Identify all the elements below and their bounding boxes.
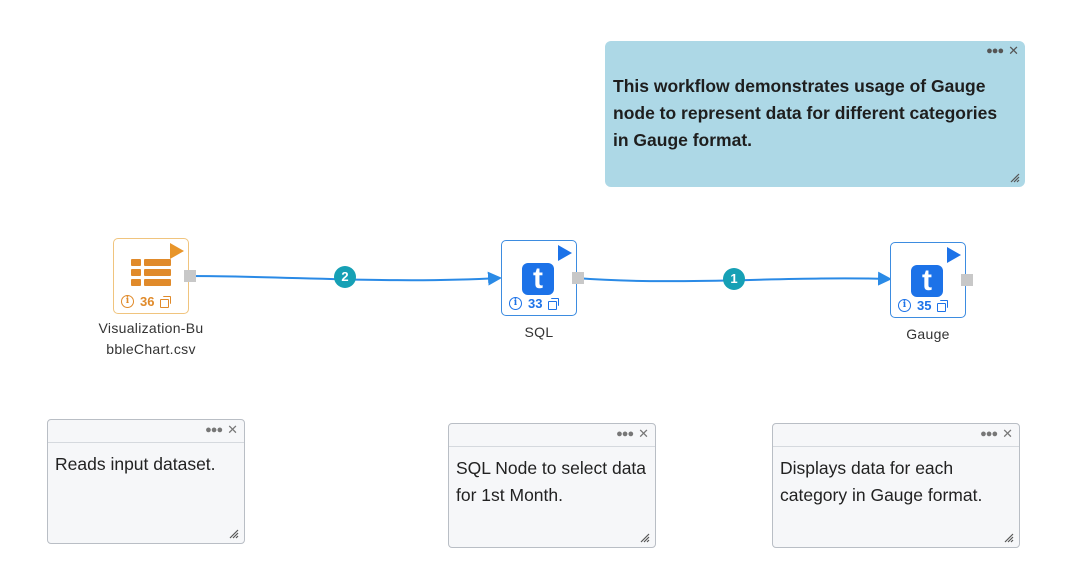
sticky-note-gauge[interactable]: ●●● ✕ Displays data for each category in… <box>772 423 1020 548</box>
note-toolbar: ●●● ✕ <box>449 424 655 447</box>
close-icon[interactable]: ✕ <box>1002 426 1013 441</box>
node-label-gauge: Gauge <box>906 326 950 342</box>
copy-icon[interactable] <box>937 300 949 312</box>
note-toolbar: ●●● ✕ <box>605 41 1025 61</box>
info-icon[interactable]: i <box>121 295 134 308</box>
table-icon <box>131 259 171 293</box>
close-icon[interactable]: ✕ <box>227 422 238 437</box>
note-text: SQL Node to select data for 1st Month. <box>456 458 647 505</box>
info-icon[interactable]: i <box>898 299 911 312</box>
connection-order-badge[interactable]: 2 <box>334 266 356 288</box>
sticky-note-description[interactable]: ●●● ✕ This workflow demonstrates usage o… <box>605 41 1025 187</box>
run-icon[interactable] <box>947 247 961 263</box>
node-sql[interactable]: t i 33 <box>501 240 584 316</box>
note-text: Displays data for each category in Gauge… <box>780 458 983 505</box>
node-gauge[interactable]: t i 35 <box>890 242 973 318</box>
note-text: This workflow demonstrates usage of Gaug… <box>613 76 998 150</box>
note-toolbar: ●●● ✕ <box>48 420 244 443</box>
close-icon[interactable]: ✕ <box>1008 43 1019 58</box>
run-icon[interactable] <box>558 245 572 261</box>
more-options-icon[interactable]: ●●● <box>616 428 634 440</box>
more-options-icon[interactable]: ●●● <box>986 45 1004 57</box>
connection-order-badge[interactable]: 1 <box>723 268 745 290</box>
resize-handle-icon[interactable] <box>1004 533 1014 543</box>
sticky-note-sql[interactable]: ●●● ✕ SQL Node to select data for 1st Mo… <box>448 423 656 548</box>
node-id: 36 <box>140 294 155 309</box>
run-icon[interactable] <box>170 243 184 259</box>
node-label-csv: Visualization-BubbleChart.csv <box>98 320 204 357</box>
copy-icon[interactable] <box>548 298 560 310</box>
output-port[interactable] <box>961 274 973 286</box>
node-label-sql: SQL <box>524 324 554 340</box>
resize-handle-icon[interactable] <box>1010 173 1020 183</box>
sticky-note-read[interactable]: ●●● ✕ Reads input dataset. <box>47 419 245 544</box>
resize-handle-icon[interactable] <box>229 529 239 539</box>
output-port[interactable] <box>184 270 196 282</box>
resize-handle-icon[interactable] <box>640 533 650 543</box>
node-csv-reader[interactable]: i 36 <box>113 238 196 314</box>
t-icon: t <box>522 263 554 295</box>
close-icon[interactable]: ✕ <box>638 426 649 441</box>
t-icon: t <box>911 265 943 297</box>
node-id: 35 <box>917 298 932 313</box>
note-text: Reads input dataset. <box>55 454 216 474</box>
info-icon[interactable]: i <box>509 297 522 310</box>
more-options-icon[interactable]: ●●● <box>980 428 998 440</box>
note-toolbar: ●●● ✕ <box>773 424 1019 447</box>
copy-icon[interactable] <box>160 296 172 308</box>
output-port[interactable] <box>572 272 584 284</box>
more-options-icon[interactable]: ●●● <box>205 424 223 436</box>
node-id: 33 <box>528 296 543 311</box>
